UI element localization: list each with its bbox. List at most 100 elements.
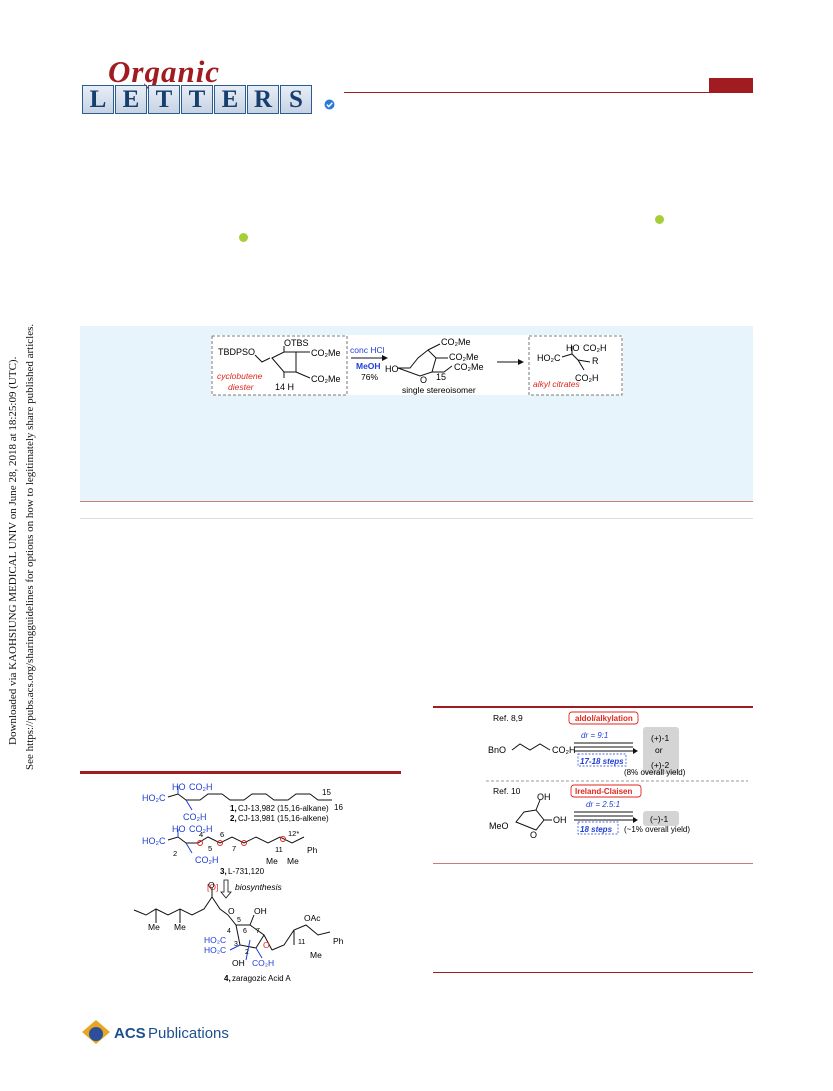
toc-ester1: CO₂Me — [311, 348, 341, 358]
header-rule — [344, 92, 753, 93]
fig1-s2-n7: 7 — [232, 844, 236, 853]
fig1-s2-ph: Ph — [307, 845, 318, 855]
zara-ph: Ph — [333, 936, 344, 946]
fig1-biosynthesis: biosynthesis — [235, 882, 283, 892]
logo-letter: T — [181, 85, 213, 114]
toc-prod-ho: HO — [385, 364, 399, 374]
zara-n2: 2 — [245, 949, 249, 956]
fig1-s2-n12: 12* — [288, 829, 299, 838]
route2-ref: Ref. 10 — [493, 786, 521, 796]
logo-letter: E — [115, 85, 147, 114]
section-divider — [80, 518, 753, 519]
zara-me3: Me — [310, 950, 322, 960]
scheme-1: Ref. 8,9 aldol/alkylation dr = 9:1 17-18… — [433, 706, 753, 973]
fig1-s2-acid-top: CO₂H — [189, 824, 213, 834]
toc-prod-15: 15 — [436, 372, 446, 382]
fig1-s1-label2-num: 2, — [230, 814, 237, 823]
toc-tbdpso: TBDPSO — [218, 347, 255, 357]
zara-ring-o: O — [263, 940, 270, 950]
zara-oac: OAc — [304, 913, 321, 923]
toc-yield: 76% — [361, 372, 378, 382]
logo-letter: T — [148, 85, 180, 114]
route1-yield: (8% overall yield) — [624, 768, 686, 777]
fig1-s2-me1: Me — [266, 856, 278, 866]
toc-hydrogen: 14 H — [275, 382, 294, 392]
fig1-s2-me2: Me — [287, 856, 299, 866]
fig1-s2-n4: 4 — [199, 830, 203, 839]
toc-tgt-caption: alkyl citrates — [533, 379, 581, 389]
fig1-s2-n11: 11 — [275, 845, 283, 854]
abstract-bottom-rule — [80, 501, 753, 502]
route2-dr: dr = 2.5:1 — [586, 800, 620, 809]
fig1-s1-15: 15 — [322, 788, 331, 797]
zara-acid1: HO₂C — [204, 935, 226, 945]
route2-o: O — [530, 830, 537, 840]
toc-tgt-ho: HO — [566, 343, 580, 353]
zara-oh-top: OH — [254, 906, 267, 916]
acs-publications-logo: ACS Publications — [82, 1020, 229, 1044]
route2-yield: (~1% overall yield) — [624, 825, 690, 834]
route1-prod1: (+)-1 — [651, 733, 669, 743]
zara-me1: Me — [148, 922, 160, 932]
zara-acid3: CO₂H — [252, 958, 274, 968]
toc-prod-ester-bottom: CO₂Me — [454, 362, 484, 372]
toc-caption1: cyclobutene — [217, 371, 263, 381]
zara-label: zaragozic Acid A — [232, 974, 291, 983]
zara-oh-bottom: OH — [232, 958, 245, 968]
toc-tgt-acid-top: CO₂H — [583, 343, 607, 353]
verified-check-icon — [324, 99, 335, 110]
orcid-icon[interactable] — [655, 215, 664, 224]
orcid-icon[interactable] — [239, 233, 248, 242]
fig1-s1-label2: CJ-13,981 (15,16-alkene) — [238, 814, 329, 823]
toc-prod-ester-top: CO₂Me — [441, 337, 471, 347]
fig1-s1-label1-num: 1, — [230, 804, 237, 813]
logo-letter: S — [280, 85, 312, 114]
fig1-s2-ho: HO — [172, 824, 186, 834]
zara-n11: 11 — [298, 939, 305, 946]
zara-n7: 7 — [256, 928, 260, 935]
fig1-s1-label1: CJ-13,982 (15,16-alkane) — [238, 804, 329, 813]
zara-n5: 5 — [237, 917, 241, 924]
zara-n3: 3 — [234, 941, 238, 948]
toc-tgt-r: R — [592, 356, 599, 366]
route2-steps: 18 steps — [580, 825, 613, 834]
fig1-s1-16: 16 — [334, 803, 343, 812]
fig1-s2-n6: 6 — [220, 830, 224, 839]
route1-dr: dr = 9:1 — [581, 731, 608, 740]
fig1-s1-acid-left: HO₂C — [142, 793, 166, 803]
fig1-s2-n2: 2 — [173, 849, 177, 858]
fig1-s1-acid-top: CO₂H — [189, 782, 213, 792]
zara-n4: 4 — [227, 928, 231, 935]
route1-bno: BnO — [488, 745, 506, 755]
zara-me2: Me — [174, 922, 186, 932]
toc-prod-caption: single stereoisomer — [402, 385, 476, 395]
fig1-s2-label-num: 3, — [220, 867, 227, 876]
route1-prod2: (+)-2 — [651, 760, 669, 770]
route1-ref: Ref. 8,9 — [493, 713, 523, 723]
toc-tgt-acid-bottom: CO₂H — [575, 373, 599, 383]
zara-label-num: 4, — [224, 974, 231, 983]
toc-prod-o: O — [420, 375, 427, 385]
toc-caption2: diester — [228, 382, 255, 392]
fig1-oxid: [O] — [207, 882, 218, 892]
fig1-s2-n5: 5 — [208, 844, 212, 853]
zara-acid2: HO₂C — [204, 945, 226, 955]
route1-or: or — [655, 745, 663, 755]
journal-logo-script: Organic — [108, 54, 221, 89]
fig1-s2-acid-left: HO₂C — [142, 836, 166, 846]
route2-oh2: OH — [553, 815, 567, 825]
toc-ester2: CO₂Me — [311, 374, 341, 384]
acs-name-bold: ACS — [114, 1025, 146, 1042]
toc-tgt-acid-left: HO₂C — [537, 353, 561, 363]
route2-oh1: OH — [537, 792, 551, 802]
route2-method: Ireland-Claisen — [575, 787, 632, 796]
zara-n6: 6 — [243, 928, 247, 935]
toc-otbs: OTBS — [284, 338, 309, 348]
route1-steps: 17-18 steps — [580, 757, 624, 766]
route2-prod: (−)-1 — [650, 814, 668, 824]
fig1-s1-acid-bottom: CO₂H — [183, 812, 207, 822]
toc-prod-ester-mid: CO₂Me — [449, 352, 479, 362]
zara-o-carbonyl: O — [208, 880, 215, 890]
zara-o-ester: O — [228, 906, 235, 916]
header-tab — [709, 78, 753, 92]
